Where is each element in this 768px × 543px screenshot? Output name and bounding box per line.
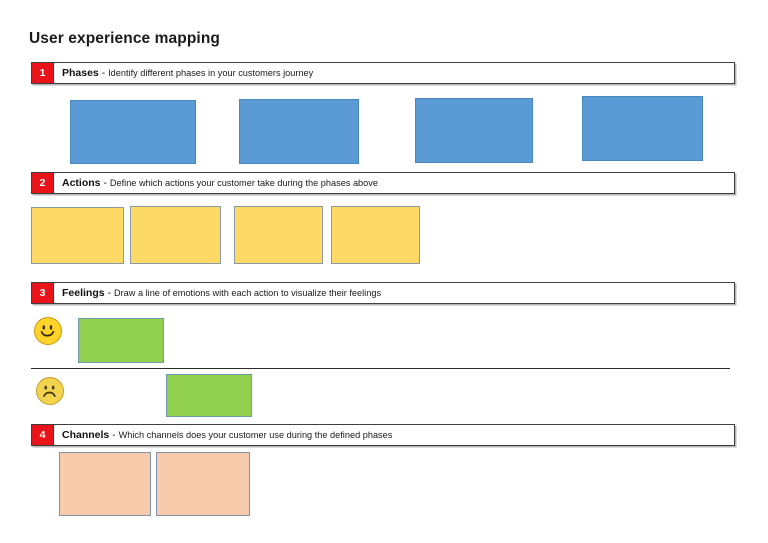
phase-note-4[interactable] (582, 96, 703, 161)
section-header-feelings[interactable]: 3 Feelings - Draw a line of emotions wit… (31, 282, 735, 304)
feeling-note-positive[interactable] (78, 318, 164, 363)
section-name-feelings: Feelings (62, 287, 105, 299)
action-note-1[interactable] (31, 207, 124, 264)
feeling-note-negative[interactable] (166, 374, 252, 417)
section-header-channels[interactable]: 4 Channels - Which channels does your cu… (31, 424, 735, 446)
section-description-feelings: Draw a line of emotions with each action… (113, 288, 382, 298)
section-dash-2: - (103, 177, 107, 189)
section-label-feelings: Feelings - Draw a line of emotions with … (54, 283, 734, 303)
section-dash-1: - (101, 67, 106, 79)
section-number-badge-1: 1 (32, 63, 54, 83)
feelings-baseline-divider (31, 368, 730, 369)
section-description-phases: Identify different phases in your custom… (108, 68, 314, 78)
phase-note-2[interactable] (239, 99, 359, 164)
section-dash-3: - (107, 287, 111, 299)
section-number-badge-3: 3 (32, 283, 54, 303)
section-label-phases: Phases - Identify different phases in yo… (54, 63, 734, 83)
action-note-2[interactable] (130, 206, 221, 264)
section-description-channels: Which channels does your customer use du… (118, 430, 393, 440)
page-title: User experience mapping (29, 30, 220, 47)
section-number-badge-4: 4 (32, 425, 54, 445)
section-header-phases[interactable]: 1 Phases - Identify different phases in … (31, 62, 735, 84)
action-note-3[interactable] (234, 206, 323, 264)
action-note-4[interactable] (331, 206, 420, 264)
section-label-actions: Actions - Define which actions your cust… (54, 173, 734, 193)
section-label-channels: Channels - Which channels does your cust… (54, 425, 734, 445)
sad-face-icon (36, 377, 64, 405)
section-description-actions: Define which actions your customer take … (109, 178, 378, 188)
section-header-actions[interactable]: 2 Actions - Define which actions your cu… (31, 172, 735, 194)
section-name-actions: Actions (62, 177, 101, 189)
channel-note-2[interactable] (156, 452, 250, 516)
happy-face-icon (34, 317, 62, 345)
section-name-channels: Channels (62, 429, 110, 441)
channel-note-1[interactable] (59, 452, 151, 516)
phase-note-3[interactable] (415, 98, 533, 163)
section-dash-4: - (112, 429, 116, 441)
section-name-phases: Phases (62, 67, 99, 79)
phase-note-1[interactable] (70, 100, 196, 164)
section-number-badge-2: 2 (32, 173, 54, 193)
